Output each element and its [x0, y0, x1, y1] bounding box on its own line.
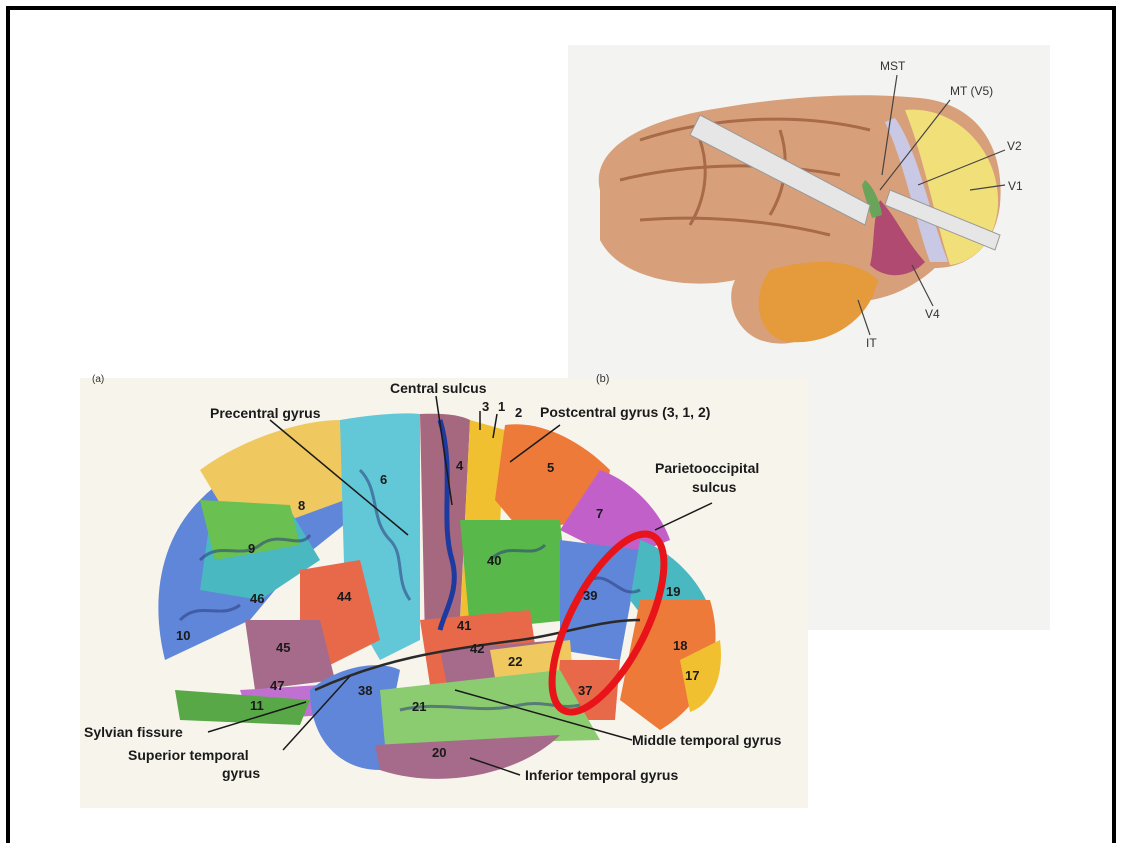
area-20-number: 20	[432, 745, 446, 760]
area-47-number: 47	[270, 678, 284, 693]
sylvian-fissure-label: Sylvian fissure	[84, 724, 183, 740]
mst-label: MST	[880, 59, 906, 73]
superior-temporal-label-1: Superior temporal	[128, 747, 249, 763]
area-10-number: 10	[176, 628, 190, 643]
area-6-number: 6	[380, 472, 387, 487]
area-8-number: 8	[298, 498, 305, 513]
panel-a-tag: (a)	[92, 374, 104, 385]
area-21-number: 21	[412, 699, 426, 714]
area-2-number: 2	[515, 405, 522, 420]
parietooccipital-label-1: Parietooccipital	[655, 460, 759, 476]
inferior-temporal-gyrus-label: Inferior temporal gyrus	[525, 767, 678, 783]
area-3-number: 3	[482, 399, 489, 414]
area-39-number: 39	[583, 588, 597, 603]
area-1-number: 1	[498, 399, 505, 414]
area-39-region	[560, 540, 640, 660]
v4-label: V4	[925, 307, 940, 321]
human-brain	[158, 413, 721, 778]
postcentral-gyrus-label: Postcentral gyrus (3, 1, 2)	[540, 404, 710, 420]
area-45-region	[245, 620, 335, 690]
area-38-number: 38	[358, 683, 372, 698]
it-label: IT	[866, 336, 877, 350]
area-4-number: 4	[456, 458, 464, 473]
area-45-number: 45	[276, 640, 290, 655]
area-it	[759, 262, 878, 342]
parietooccipital-label-2: sulcus	[692, 479, 737, 495]
area-37-number: 37	[578, 683, 592, 698]
area-40-number: 40	[487, 553, 501, 568]
area-5-number: 5	[547, 460, 554, 475]
area-19-number: 19	[666, 584, 680, 599]
monkey-brain: MST MT (V5) V2 V1 V4 IT (b)	[596, 59, 1023, 385]
precentral-gyrus-label: Precentral gyrus	[210, 405, 321, 421]
central-sulcus-label: Central sulcus	[390, 380, 487, 396]
middle-temporal-gyrus-label: Middle temporal gyrus	[632, 732, 782, 748]
area-46-number: 46	[250, 591, 264, 606]
v1-label: V1	[1008, 179, 1023, 193]
area-9-number: 9	[248, 541, 255, 556]
panel-b-tag: (b)	[596, 373, 609, 385]
area-44-number: 44	[337, 589, 352, 604]
mt-label: MT (V5)	[950, 84, 993, 98]
area-18-number: 18	[673, 638, 687, 653]
v2-label: V2	[1007, 139, 1022, 153]
area-41-number: 41	[457, 618, 471, 633]
area-42-number: 42	[470, 641, 484, 656]
area-17-number: 17	[685, 668, 699, 683]
area-11-number: 11	[250, 698, 264, 713]
area-22-number: 22	[508, 654, 522, 669]
area-7-number: 7	[596, 506, 603, 521]
superior-temporal-label-2: gyrus	[222, 765, 260, 781]
